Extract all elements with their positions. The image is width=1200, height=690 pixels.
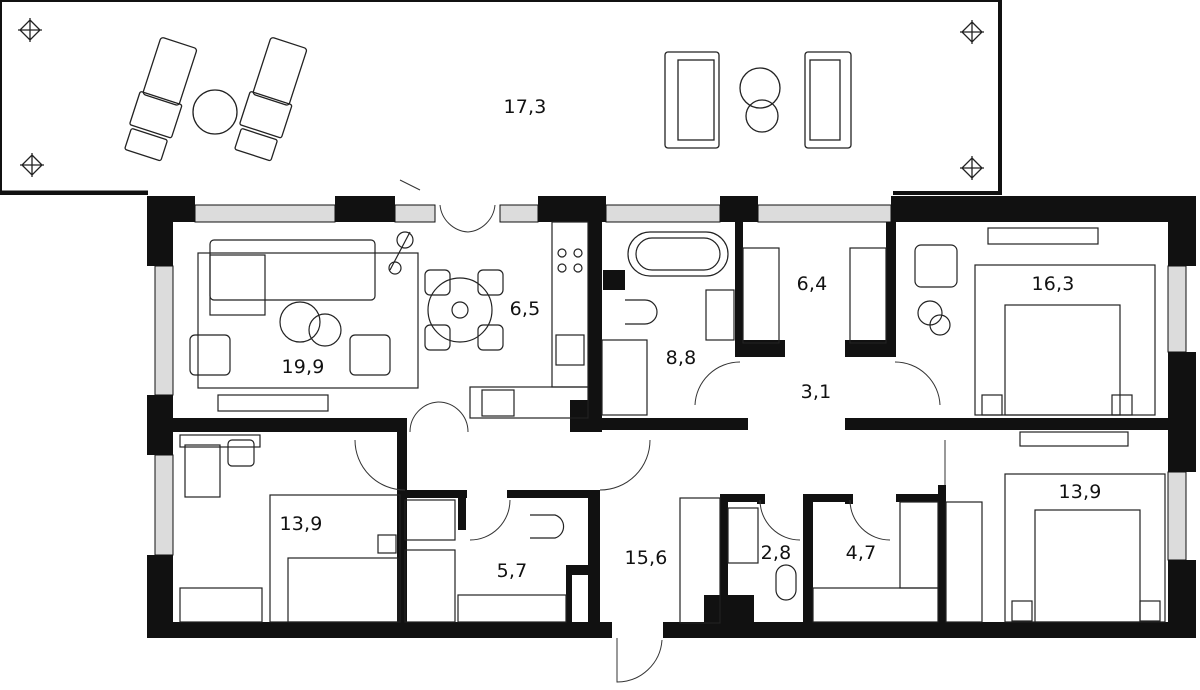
- room-area-wc: 2,8: [760, 542, 792, 564]
- room-area-bath-main: 8,8: [665, 347, 697, 369]
- room-area-bath-small: 5,7: [496, 560, 528, 582]
- interior-walls: [147, 196, 1168, 638]
- room-area-bedroom-se: 13,9: [1058, 481, 1102, 503]
- small-bath-fixtures: [404, 499, 567, 623]
- bedroom-ne-furniture: [914, 227, 1156, 416]
- room-area-kitchen: 6,5: [509, 298, 541, 320]
- room-area-corridor: 3,1: [800, 381, 832, 403]
- room-area-living: 19,9: [281, 356, 325, 378]
- exterior-walls: [147, 196, 1196, 638]
- bathroom-fixtures: [601, 231, 735, 416]
- terrace-furniture: [18, 18, 984, 180]
- windows: [154, 204, 1187, 561]
- room-area-bedroom-sw: 13,9: [279, 513, 323, 535]
- room-area-terrace: 17,3: [503, 96, 547, 118]
- room-area-storage: 4,7: [845, 542, 877, 564]
- room-area-bedroom-ne: 16,3: [1031, 273, 1075, 295]
- door-swings: [354, 179, 946, 683]
- bedroom-se-furniture: [945, 431, 1166, 623]
- room-area-wardrobe: 6,4: [796, 273, 828, 295]
- bedroom-sw-furniture: [179, 434, 401, 623]
- wardrobe-fixtures: [742, 247, 887, 344]
- living-furniture: [189, 231, 504, 412]
- kitchen-furniture: [469, 221, 589, 419]
- terrace: [0, 0, 1002, 195]
- room-area-hall: 15,6: [624, 547, 668, 569]
- right-block-fixtures: [679, 497, 939, 624]
